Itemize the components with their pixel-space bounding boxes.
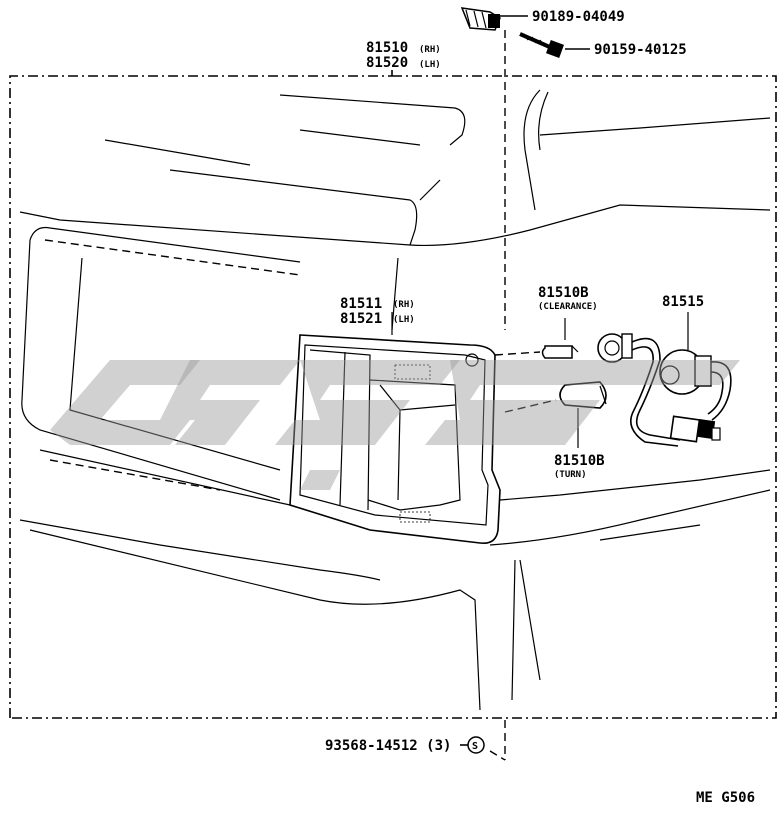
label-lens-lh: 81521: [340, 311, 382, 327]
rear-combination-lamp: [289, 334, 501, 545]
label-lens-lh-side: (LH): [393, 315, 415, 325]
assembly-boundary-frame: [9, 70, 777, 719]
vehicle-body-outline: [19, 89, 771, 711]
turn-bulb: [504, 381, 607, 448]
bottom-screw-symbol-circle: [467, 736, 485, 754]
label-lens-rh: 81511: [340, 296, 382, 312]
turn-socket: [659, 312, 732, 421]
label-clearance-note: (CLEARANCE): [538, 302, 598, 312]
gray-logo-watermark: [50, 360, 740, 490]
label-clip: 90189-04049: [532, 9, 625, 25]
label-turn-bulb: 81510B: [554, 453, 605, 469]
screw-part: [519, 32, 590, 58]
clearance-socket: [597, 333, 681, 447]
bottom-screw-symbol: S: [472, 741, 478, 752]
label-lamp-rh: 81510: [366, 40, 408, 56]
label-lens-rh-side: (RH): [393, 300, 415, 310]
label-turn-note: (TURN): [554, 470, 587, 480]
figure-code: ME G506: [696, 790, 755, 806]
bottom-screw-dash: [489, 750, 506, 761]
clearance-bulb: [494, 318, 579, 359]
label-bottom-screw: 93568-14512 (3): [325, 738, 451, 754]
wire-connector: [669, 415, 721, 443]
clip-part: [460, 7, 528, 31]
label-lamp-lh-side: (LH): [419, 60, 441, 70]
label-socket-wire: 81515: [662, 294, 704, 310]
label-clearance-bulb: 81510B: [538, 285, 589, 301]
label-screw: 90159-40125: [594, 42, 687, 58]
label-lamp-lh: 81520: [366, 55, 408, 71]
label-lamp-rh-side: (RH): [419, 45, 441, 55]
